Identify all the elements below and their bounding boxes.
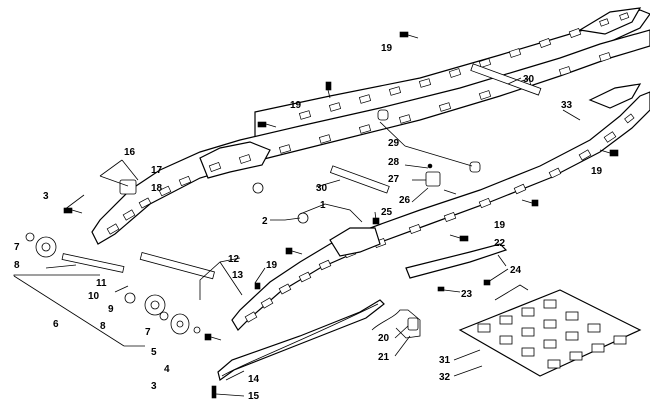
callout-31: 31 bbox=[439, 355, 451, 366]
cross-shafts bbox=[61, 63, 542, 280]
callout-16: 16 bbox=[124, 147, 136, 158]
callout-3-upper: 3 bbox=[43, 191, 49, 202]
callout-12: 12 bbox=[228, 254, 240, 265]
callout-14: 14 bbox=[248, 374, 260, 385]
callout-15: 15 bbox=[248, 391, 260, 402]
callout-11: 11 bbox=[96, 278, 107, 289]
callout-9: 9 bbox=[108, 304, 114, 315]
lower-parts bbox=[217, 243, 529, 382]
callout-7-upper: 7 bbox=[14, 242, 20, 253]
callout-19-mid: 19 bbox=[290, 100, 302, 111]
callout-30-lower: 30 bbox=[316, 183, 328, 194]
wheel-assemblies bbox=[25, 109, 481, 335]
callout-17: 17 bbox=[151, 165, 163, 176]
callout-4: 4 bbox=[164, 364, 170, 375]
callout-22: 22 bbox=[494, 238, 506, 249]
callout-33: 33 bbox=[561, 100, 573, 111]
callout-labels: 1 2 3 3 4 5 6 7 7 8 8 9 10 11 12 13 14 1… bbox=[14, 43, 603, 402]
callout-13: 13 bbox=[232, 270, 244, 281]
callout-20: 20 bbox=[378, 333, 390, 344]
callout-28: 28 bbox=[388, 157, 400, 168]
callout-10: 10 bbox=[88, 291, 100, 302]
leader-lines bbox=[13, 77, 581, 397]
callout-21: 21 bbox=[378, 352, 390, 363]
callout-23: 23 bbox=[461, 289, 473, 300]
callout-5: 5 bbox=[151, 347, 157, 358]
callout-25: 25 bbox=[381, 207, 393, 218]
callout-2: 2 bbox=[262, 216, 268, 227]
callout-6: 6 bbox=[53, 319, 59, 330]
callout-19-top: 19 bbox=[381, 43, 393, 54]
callout-1: 1 bbox=[320, 200, 326, 211]
callout-7-lower: 7 bbox=[145, 327, 151, 338]
callout-19-center: 19 bbox=[494, 220, 506, 231]
callout-24: 24 bbox=[510, 265, 522, 276]
callout-26: 26 bbox=[399, 195, 411, 206]
left-rail bbox=[91, 29, 650, 245]
callout-8-upper: 8 bbox=[14, 260, 20, 271]
bolts bbox=[63, 31, 619, 399]
callout-30-upper: 30 bbox=[523, 74, 535, 85]
callout-27: 27 bbox=[388, 174, 400, 185]
rear-rail bbox=[254, 7, 650, 141]
callout-3-lower: 3 bbox=[151, 381, 157, 392]
callout-8-lower: 8 bbox=[100, 321, 106, 332]
track-section bbox=[458, 289, 642, 377]
callout-32: 32 bbox=[439, 372, 451, 383]
callout-29: 29 bbox=[388, 138, 400, 149]
callout-19-right: 19 bbox=[591, 166, 603, 177]
right-rail bbox=[231, 83, 650, 331]
callout-19-lower: 19 bbox=[266, 260, 278, 271]
callout-18: 18 bbox=[151, 183, 163, 194]
